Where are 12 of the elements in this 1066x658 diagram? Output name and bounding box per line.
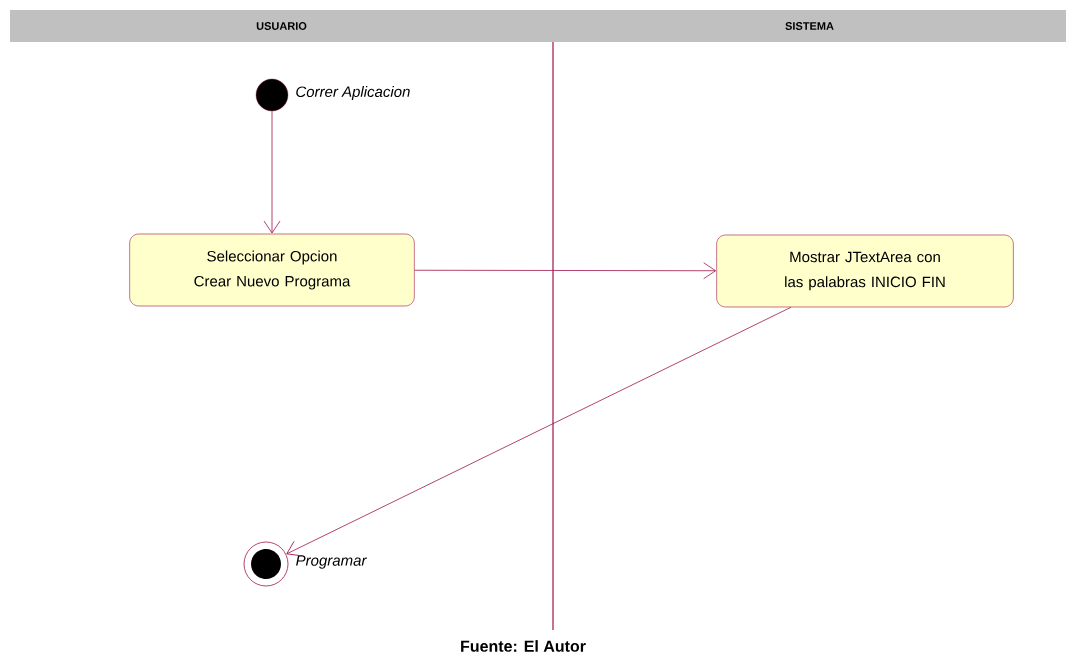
caption: Fuente: El Autor <box>461 640 586 652</box>
swimlane-header: USUARIO <box>10 10 553 42</box>
activity-box: Seleccionar Opcion Crear Nuevo Programa <box>129 233 415 307</box>
swimlane-header: SISTEMA <box>553 10 1066 42</box>
node-label: SISTEMA <box>785 22 834 30</box>
state-label: Programar <box>296 555 367 569</box>
arrow <box>414 262 717 280</box>
activity-box: Mostrar JTextArea con las palabras INICIO FIN <box>716 234 1014 308</box>
arrow <box>263 110 281 234</box>
state-label: Correr Aplicacion <box>296 86 410 100</box>
arrow <box>286 306 792 557</box>
node-label: USUARIO <box>256 22 307 30</box>
